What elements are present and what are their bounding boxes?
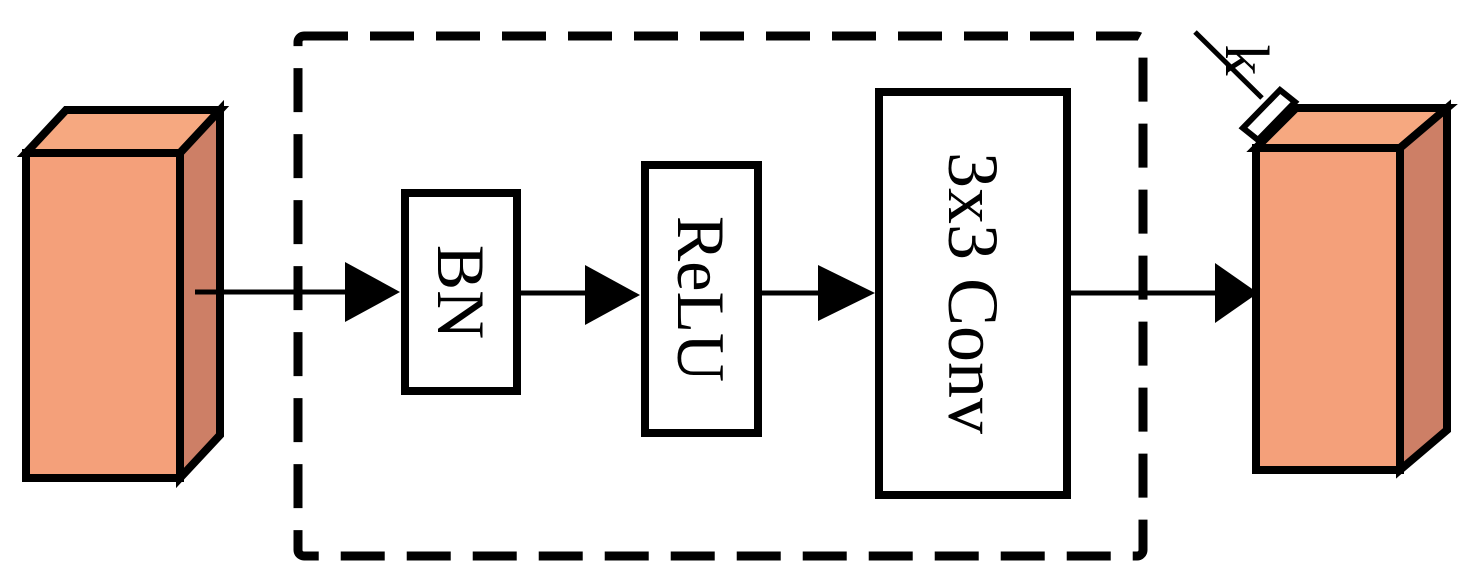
relu-block: ReLU <box>641 161 762 437</box>
dashed-group-box <box>293 31 1148 561</box>
arrowhead-conv-to-output <box>1215 263 1258 323</box>
growth-rate-slice-marker <box>1193 30 1300 145</box>
conv-block-label: 3x3 Conv <box>933 152 1013 434</box>
bn-block: BN <box>401 189 521 395</box>
conv-block-box <box>875 88 1071 499</box>
conv-block: 3x3 Conv <box>875 88 1071 499</box>
relu-block-box <box>641 161 762 437</box>
relu-block-label: ReLU <box>663 216 739 382</box>
arrowhead-bn-to-relu <box>585 265 640 325</box>
arrowhead-relu-to-conv <box>818 265 875 321</box>
bn-block-box <box>401 189 521 395</box>
growth-rate-label: k <box>1212 45 1280 76</box>
output-feature-map-cube <box>1246 99 1458 479</box>
output-cube-side <box>1396 99 1451 479</box>
arrowhead-input-to-bn <box>345 262 400 322</box>
output-cube-front <box>1252 144 1404 474</box>
input-feature-map-cube <box>16 99 230 489</box>
input-cube-front <box>22 149 184 482</box>
bn-block-label: BN <box>423 245 499 339</box>
slice-marker-leader-line <box>1193 30 1264 100</box>
slice-marker-shape <box>1238 85 1300 145</box>
